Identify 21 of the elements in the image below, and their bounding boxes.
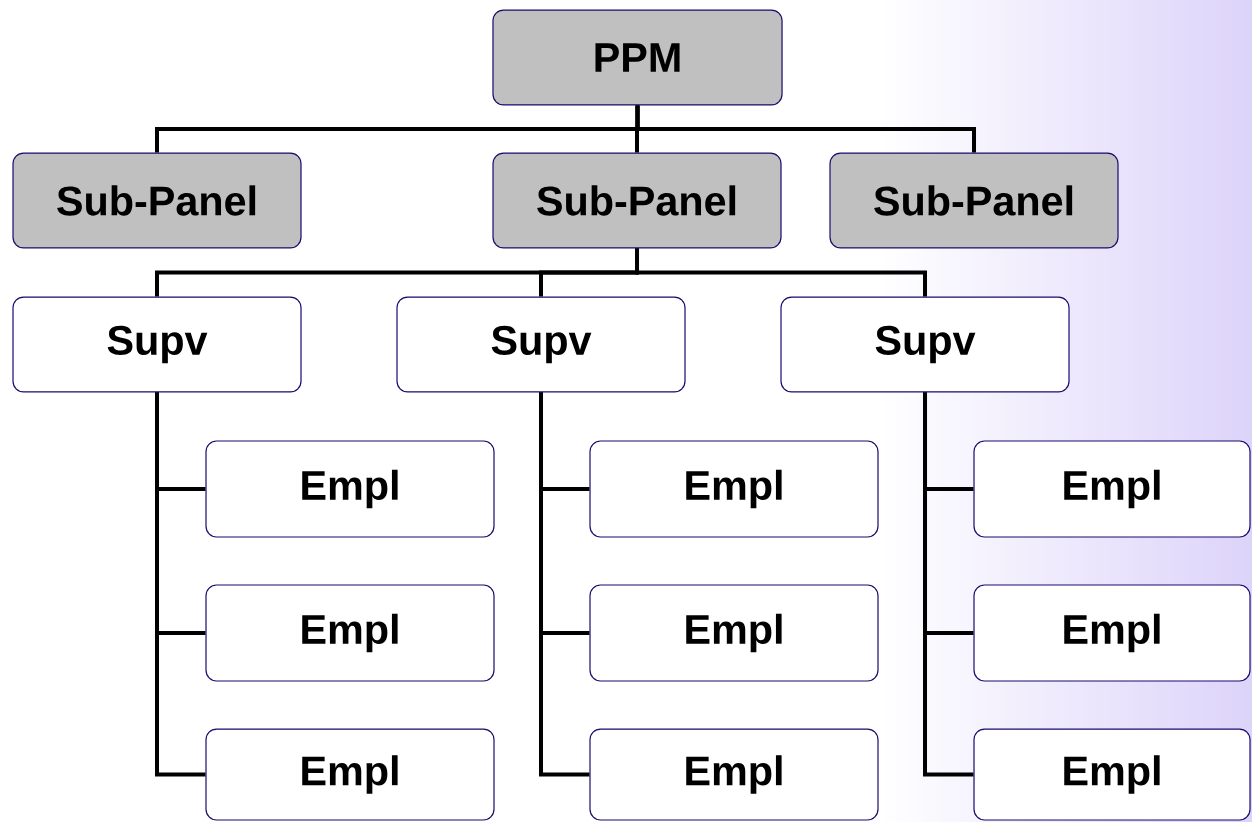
panel-box: Sub-Panel [12, 152, 302, 249]
employee-box: Empl [205, 728, 495, 821]
connector-line [155, 392, 206, 777]
employee-box: Empl [973, 584, 1251, 682]
panel-box: Sub-Panel [829, 152, 1119, 249]
employee-box: Empl [589, 728, 879, 821]
employee-box: Empl [589, 584, 879, 682]
supervisor-box: Supv [12, 296, 302, 393]
supervisor-box: Supv [396, 296, 686, 393]
supervisor-box: Supv [780, 296, 1070, 393]
employee-box: Empl [973, 728, 1251, 821]
top-box: PPM [492, 9, 783, 106]
connector-line [923, 392, 974, 777]
connector-line [635, 248, 927, 297]
connector-line [539, 392, 590, 777]
employee-box: Empl [589, 440, 879, 538]
panel-box: Sub-Panel [492, 152, 782, 249]
employee-box: Empl [205, 584, 495, 682]
employee-box: Empl [205, 440, 495, 538]
employee-box: Empl [973, 440, 1251, 538]
connector-line [635, 105, 976, 153]
